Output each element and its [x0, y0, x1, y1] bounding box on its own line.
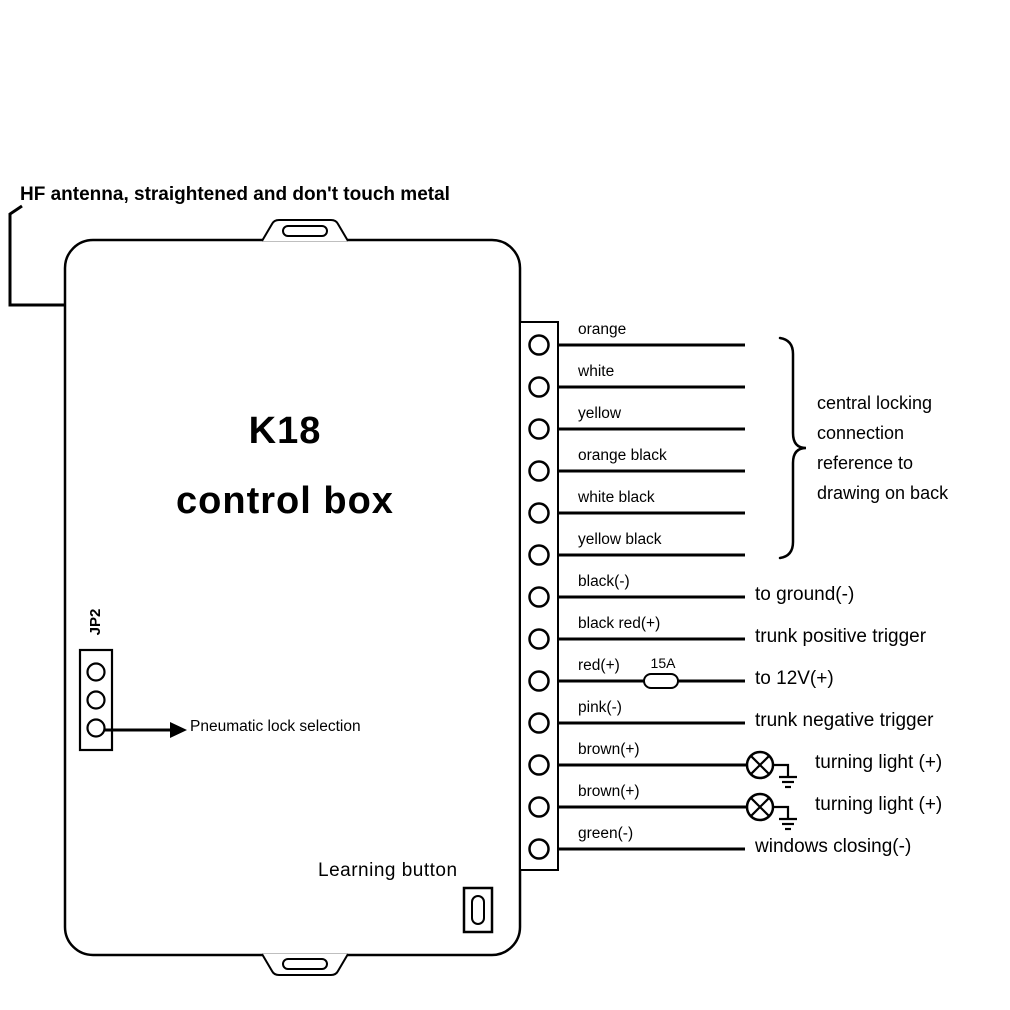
annotation-to-ground: to ground(-): [755, 584, 855, 605]
jp2-label: JP2: [86, 608, 104, 636]
wire-label-yellow: yellow: [578, 405, 622, 422]
annotation-trunk-positive: trunk positive trigger: [755, 626, 927, 647]
annotation-windows-closing: windows closing(-): [755, 836, 912, 857]
pin: [528, 502, 550, 524]
pin: [528, 376, 550, 398]
pneumatic-lock-note: Pneumatic lock selection: [190, 718, 361, 735]
pin: [528, 670, 550, 692]
central-locking-brace: [778, 336, 807, 560]
pin: [528, 544, 550, 566]
arrow-icon: [104, 722, 187, 738]
learning-button-label: Learning button: [318, 860, 458, 881]
top-mount-tab-icon: [261, 219, 349, 242]
annotation-trunk-negative: trunk negative trigger: [755, 710, 934, 731]
pin: [528, 796, 550, 818]
antenna-wire-icon: [8, 204, 64, 307]
control-box-outline: [63, 238, 522, 957]
ground-icon: [773, 805, 797, 831]
control-box-model: K18: [248, 410, 322, 452]
pin: [528, 586, 550, 608]
fuse-icon: [643, 673, 679, 689]
lamp-icon: [745, 750, 775, 780]
wire-label-brown-2: brown(+): [578, 783, 640, 800]
fuse-rating-label: 15A: [650, 655, 676, 671]
wire-label-orange: orange: [578, 321, 627, 338]
pin: [528, 334, 550, 356]
wire-label-white-black: white black: [578, 489, 655, 506]
wire-label-red: red(+): [578, 657, 620, 674]
pin: [528, 712, 550, 734]
pin: [528, 628, 550, 650]
antenna-note: HF antenna, straightened and don't touch…: [20, 184, 450, 205]
jp2-pin: [86, 718, 106, 738]
wire-label-black-red: black red(+): [578, 615, 661, 632]
pin: [528, 838, 550, 860]
pin: [528, 418, 550, 440]
central-locking-note: central locking connection reference to …: [817, 393, 949, 503]
jp2-pin: [86, 690, 106, 710]
control-box-name: control box: [176, 480, 394, 522]
pin: [528, 460, 550, 482]
wire-label-black: black(-): [578, 573, 630, 590]
wire-label-pink: pink(-): [578, 699, 622, 716]
pin: [528, 754, 550, 776]
annotation-to-12v: to 12V(+): [755, 668, 834, 689]
jp2-pin: [86, 662, 106, 682]
annotation-turning-light-2: turning light (+): [815, 794, 943, 815]
annotation-turning-light-1: turning light (+): [815, 752, 943, 773]
wire-label-white: white: [578, 363, 615, 380]
wire-label-green: green(-): [578, 825, 634, 842]
learning-button-icon: [462, 886, 494, 934]
wire-lines: [558, 343, 747, 851]
jp2-connector: [78, 648, 114, 752]
connector-pins: [528, 334, 550, 860]
lamp-icon: [745, 792, 775, 822]
wire-label-yellow-black: yellow black: [578, 531, 662, 548]
wire-label-orange-black: orange black: [578, 447, 667, 464]
bottom-mount-tab-icon: [261, 953, 349, 976]
wire-label-brown-1: brown(+): [578, 741, 640, 758]
ground-icon: [773, 763, 797, 789]
